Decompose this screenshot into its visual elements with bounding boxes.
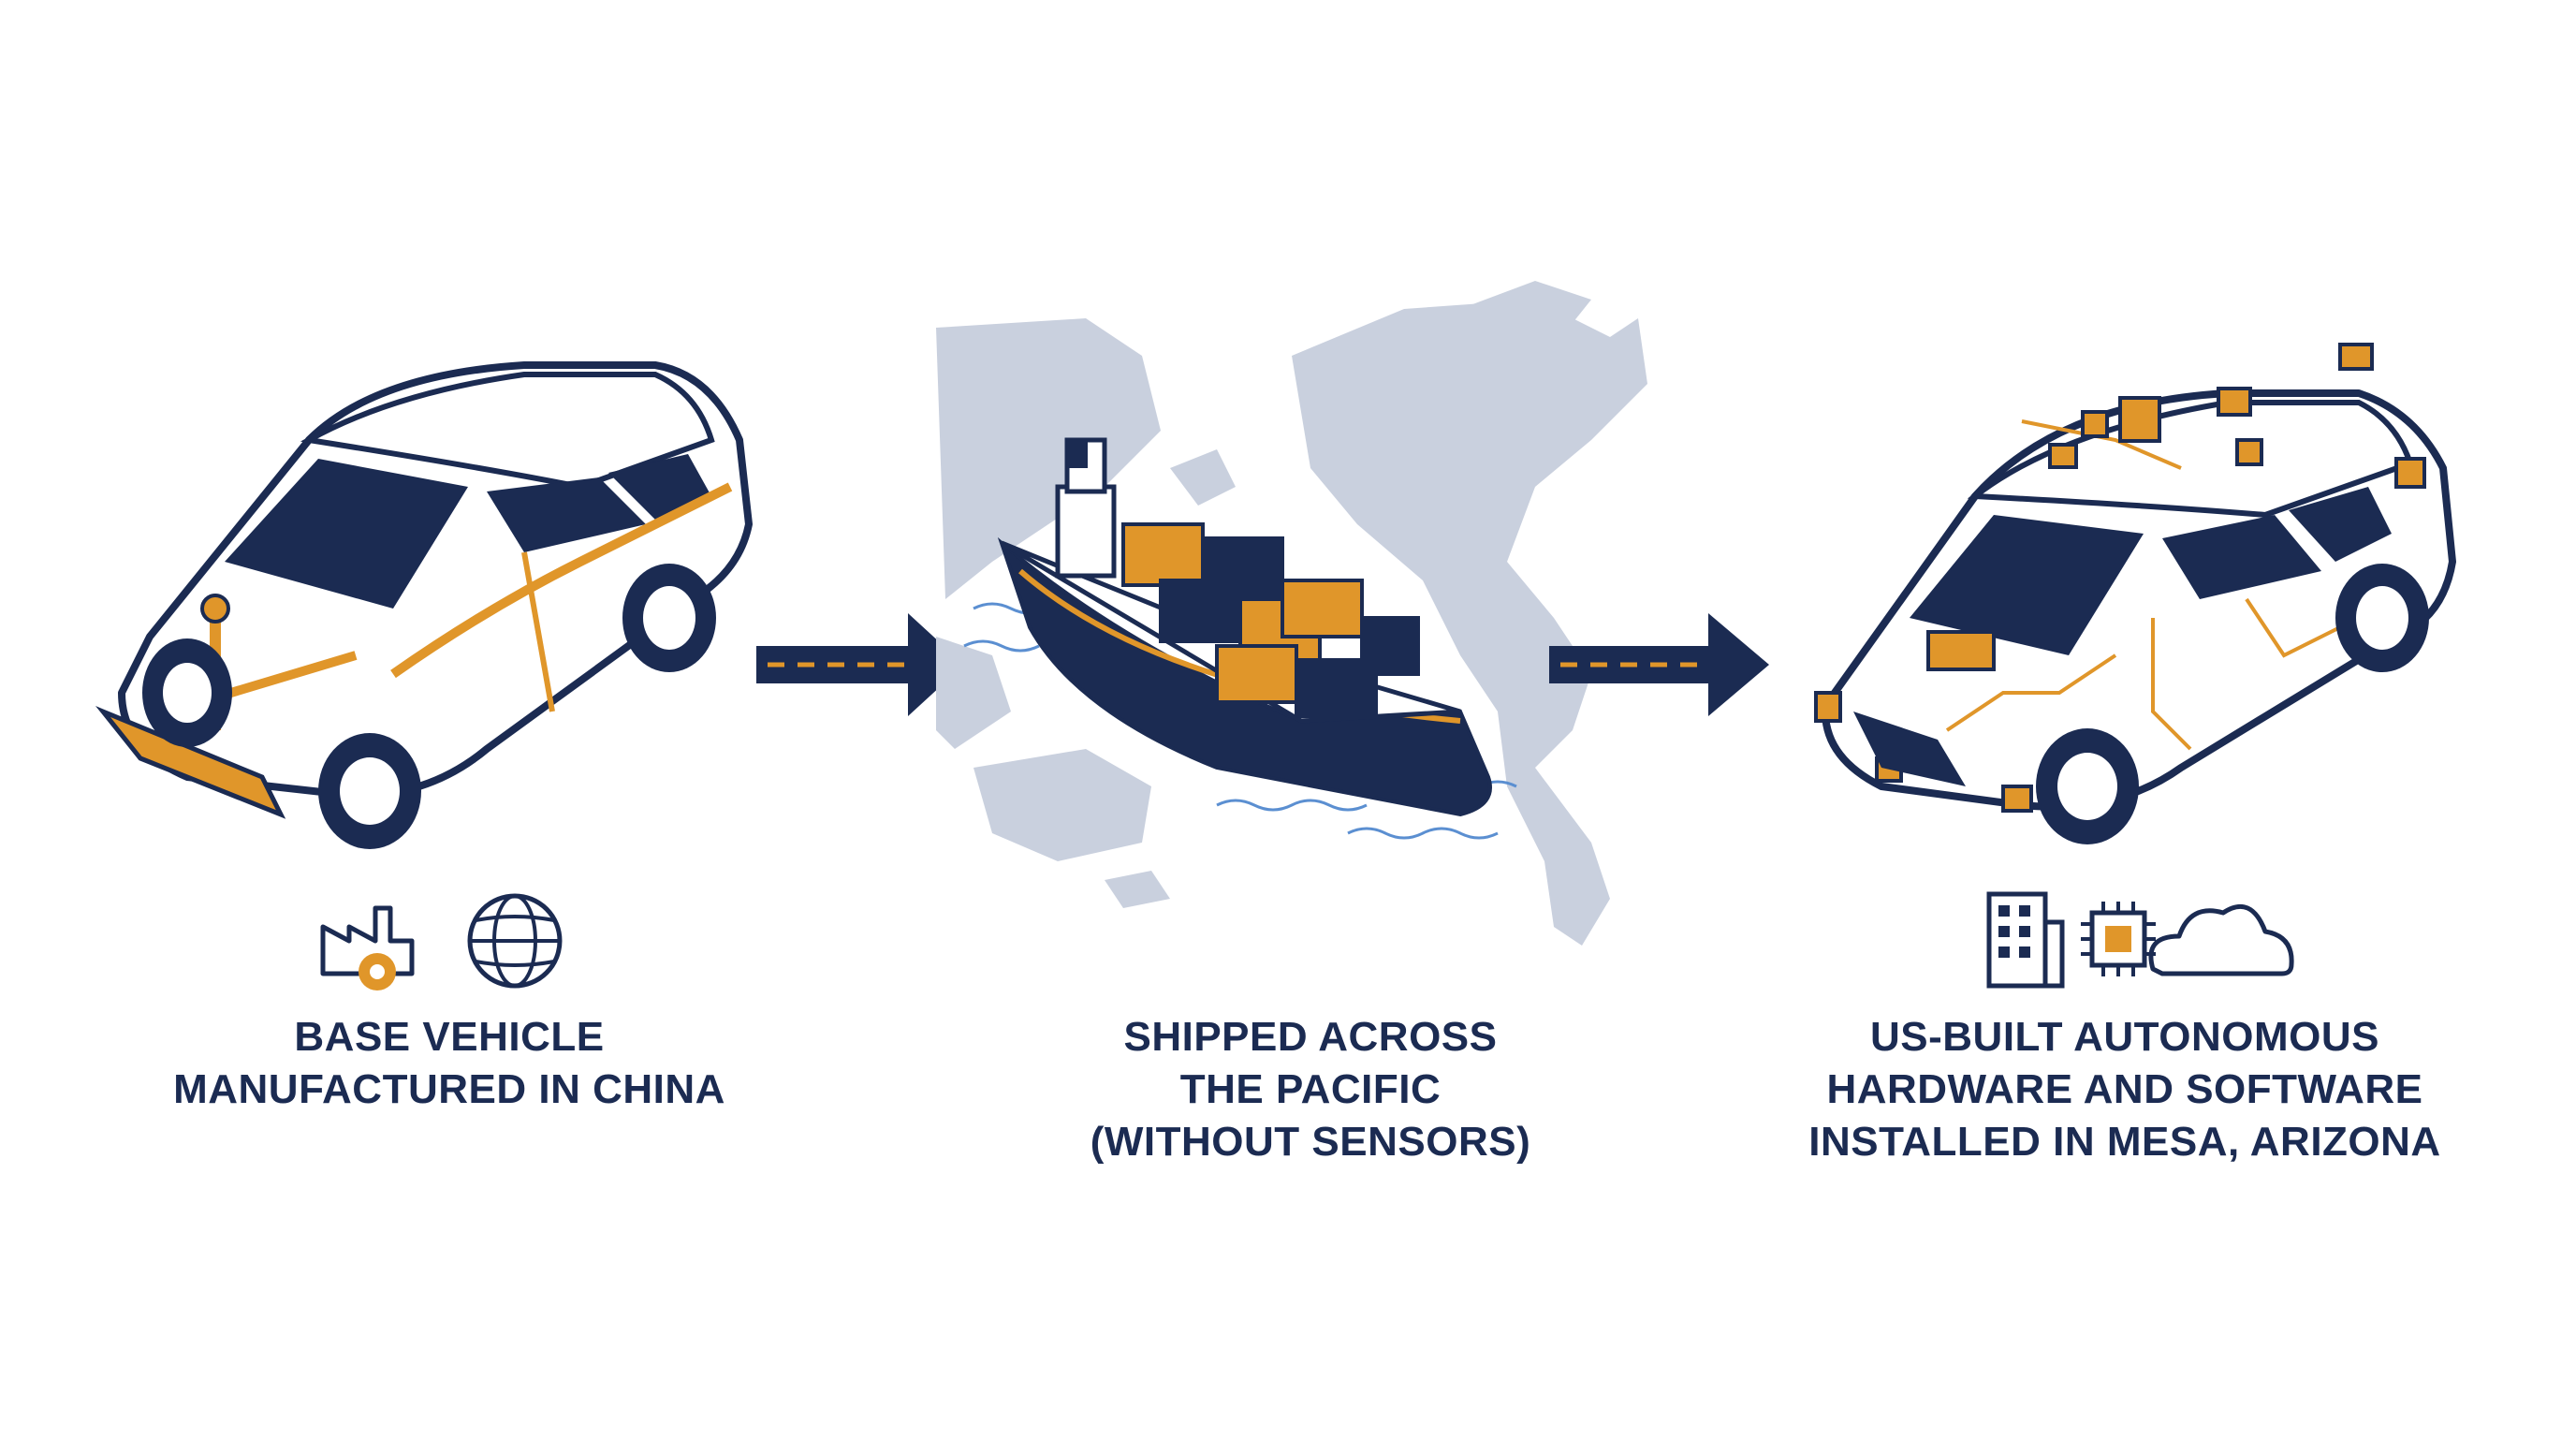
caption-line: SHIPPED ACROSS <box>1123 1014 1498 1060</box>
caption-line: US-BUILT AUTONOMOUS <box>1870 1014 2379 1060</box>
caption-line: (WITHOUT SENSORS) <box>1090 1119 1531 1165</box>
office-building-icon <box>1986 891 2065 989</box>
caption-line: BASE VEHICLE <box>294 1014 605 1060</box>
step-1-caption: BASE VEHICLE MANUFACTURED IN CHINA <box>122 1011 777 1116</box>
step-3-caption: US-BUILT AUTONOMOUS HARDWARE AND SOFTWAR… <box>1750 1011 2499 1168</box>
caption-line: THE PACIFIC <box>1179 1066 1442 1112</box>
factory-gear-icon <box>320 905 415 990</box>
caption-line: INSTALLED IN MESA, ARIZONA <box>1808 1119 2441 1165</box>
step-2-caption: SHIPPED ACROSS THE PACIFIC (WITHOUT SENS… <box>983 1011 1638 1168</box>
flow-arrow-2 <box>1549 613 1769 716</box>
autonomous-vehicle-car <box>1814 343 2456 844</box>
container-ship <box>997 437 1492 817</box>
world-map <box>936 281 1647 946</box>
globe-icon <box>467 893 563 989</box>
chip-icon <box>2081 902 2156 976</box>
caption-line: HARDWARE AND SOFTWARE <box>1826 1066 2423 1112</box>
base-vehicle-car <box>95 361 753 849</box>
cloud-icon <box>2148 903 2294 976</box>
flow-arrow-1 <box>756 613 964 716</box>
caption-line: MANUFACTURED IN CHINA <box>173 1066 725 1112</box>
